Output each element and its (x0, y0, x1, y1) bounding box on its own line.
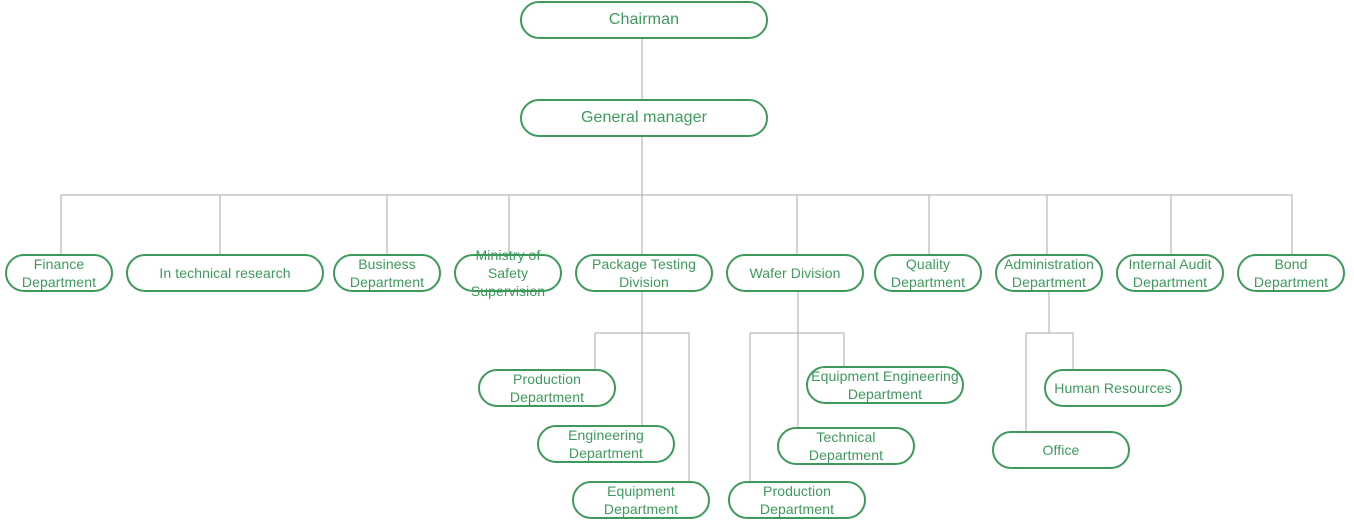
node-package-production-department[interactable]: Production Department (478, 369, 616, 407)
node-finance-department[interactable]: Finance Department (5, 254, 113, 292)
node-package-testing-division[interactable]: Package Testing Division (575, 254, 713, 292)
node-bond-department[interactable]: Bond Department (1237, 254, 1345, 292)
node-internal-audit-department[interactable]: Internal Audit Department (1116, 254, 1224, 292)
node-wafer-technical-department[interactable]: Technical Department (777, 427, 915, 465)
node-administration-department[interactable]: Administration Department (995, 254, 1103, 292)
node-wafer-division[interactable]: Wafer Division (726, 254, 864, 292)
node-business-department[interactable]: Business Department (333, 254, 441, 292)
node-ministry-of-safety-supervision[interactable]: Ministry of Safety Supervision (454, 247, 562, 299)
node-general-manager[interactable]: General manager (520, 99, 768, 137)
node-office[interactable]: Office (992, 431, 1130, 469)
node-human-resources[interactable]: Human Resources (1044, 369, 1182, 407)
node-wafer-equipment-engineering-department[interactable]: Equipment Engineering Department (806, 366, 964, 404)
node-chairman[interactable]: Chairman (520, 1, 768, 39)
node-quality-department[interactable]: Quality Department (874, 254, 982, 292)
node-in-technical-research[interactable]: In technical research (126, 254, 324, 292)
node-package-engineering-department[interactable]: Engineering Department (537, 425, 675, 463)
node-wafer-production-department[interactable]: Production Department (728, 481, 866, 519)
node-package-equipment-department[interactable]: Equipment Department (572, 481, 710, 519)
